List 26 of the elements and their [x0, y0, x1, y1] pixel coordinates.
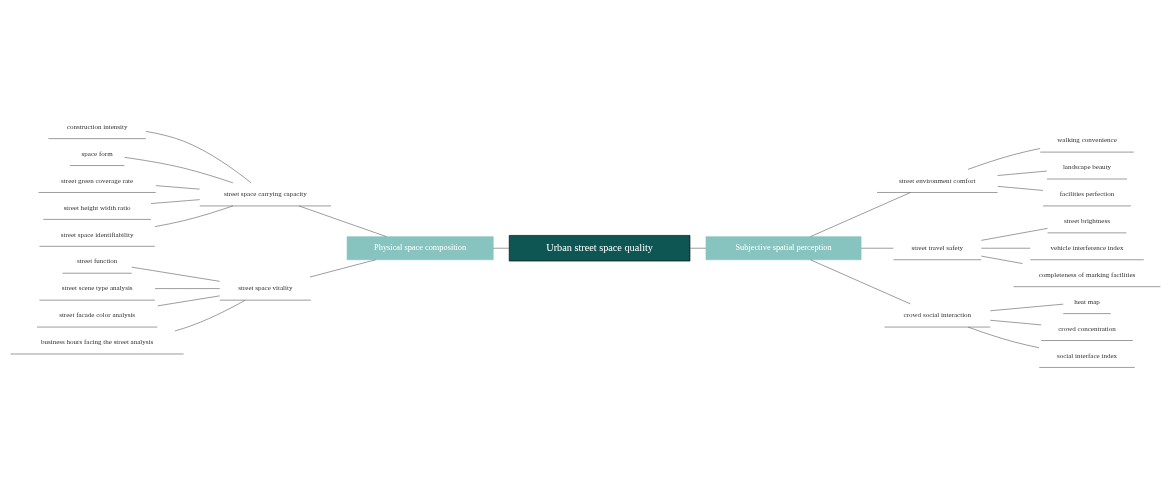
connector	[981, 247, 1031, 249]
connector	[298, 205, 387, 237]
connector	[981, 255, 1023, 264]
connector	[154, 205, 234, 227]
connector	[309, 259, 376, 277]
connector	[989, 303, 1064, 311]
connector	[810, 191, 911, 237]
connector	[145, 130, 252, 183]
connector	[492, 247, 510, 249]
connector	[131, 266, 220, 282]
connector	[981, 227, 1048, 241]
connector	[967, 147, 1041, 170]
connector	[997, 185, 1044, 191]
connector	[154, 287, 220, 289]
connector	[124, 156, 234, 183]
connector	[689, 247, 707, 249]
connector	[174, 299, 246, 331]
connector	[157, 295, 221, 306]
connector	[155, 184, 200, 189]
connector	[967, 326, 1040, 348]
connector	[810, 259, 911, 304]
connector	[150, 198, 200, 204]
connector	[860, 247, 894, 249]
node-box: Urban street space quality	[508, 234, 691, 261]
connector	[997, 170, 1048, 176]
connector	[989, 319, 1042, 325]
